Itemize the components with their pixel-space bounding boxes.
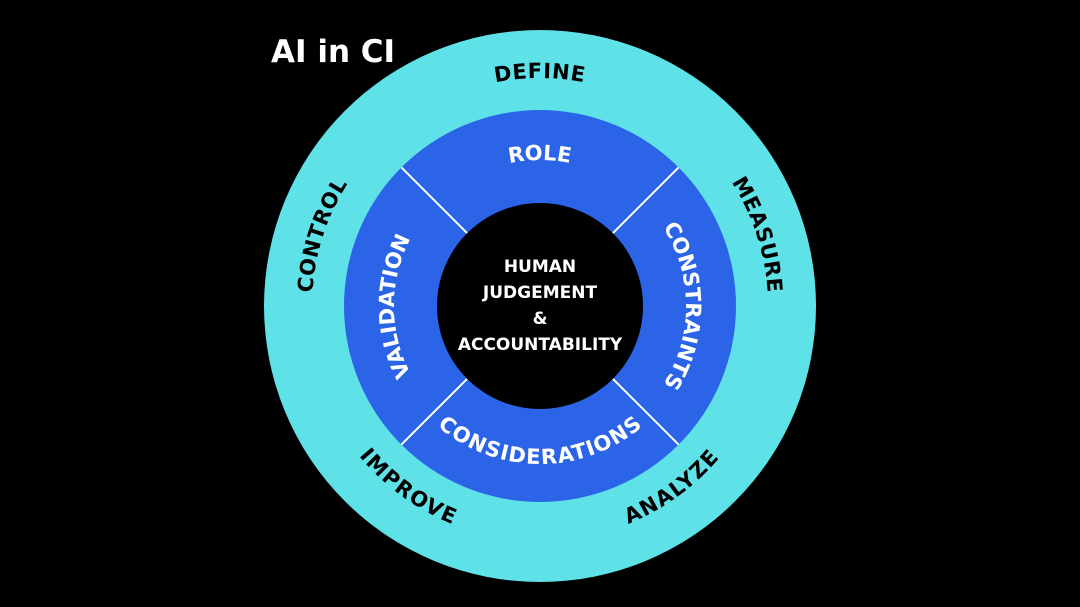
outer-label-define: DEFINE [492,59,588,87]
center-label-line: JUDGEMENT [482,283,598,303]
center-label-line: HUMAN [504,257,576,277]
middle-ring-divider [612,378,680,446]
middle-ring-divider [612,166,680,234]
center-circle [437,203,643,409]
diagram-title: AI in CI [271,34,396,70]
center-label-line: ACCOUNTABILITY [458,335,623,355]
middle-ring-dividers [400,166,680,446]
center-label-line: & [533,309,548,329]
middle-label-role: ROLE [506,141,574,168]
middle-ring-divider [400,378,468,446]
middle-ring-divider [400,166,468,234]
center-labels: HUMAN JUDGEMENT & ACCOUNTABILITY [458,257,623,355]
